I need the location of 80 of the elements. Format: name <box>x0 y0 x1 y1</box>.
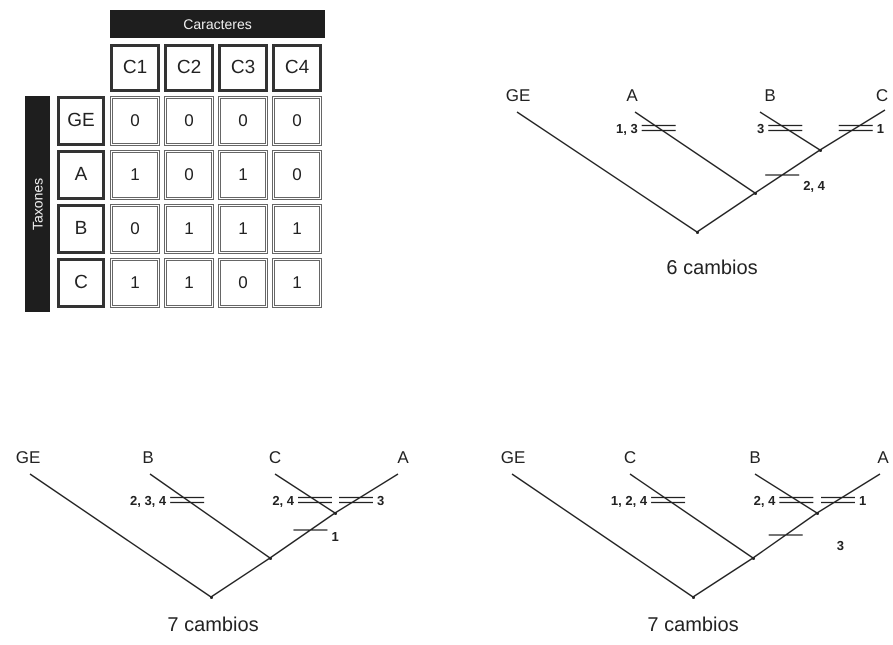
branch-line <box>692 557 754 598</box>
table-cell: 1 <box>218 150 268 200</box>
taxon-label: B <box>749 448 761 468</box>
branch-line <box>752 512 818 559</box>
edge-label: 2, 4 <box>803 177 825 193</box>
taxon-label: GE <box>506 86 530 106</box>
table-cell: 1 <box>272 258 322 308</box>
table-header-cell: C4 <box>272 44 322 92</box>
table-cell: 0 <box>272 150 322 200</box>
edge-label: 2, 4 <box>272 492 294 508</box>
table-header-cell: B <box>57 204 105 254</box>
edge-label: 1, 3 <box>616 120 638 136</box>
table-cell: 0 <box>272 96 322 146</box>
taxon-label: GE <box>16 448 40 468</box>
branch-line <box>754 149 820 194</box>
branch-line <box>634 111 756 194</box>
branch-line <box>274 473 336 514</box>
branch-line <box>150 473 270 559</box>
branch-line <box>760 111 820 151</box>
taxon-label: GE <box>500 448 526 468</box>
branch-line <box>512 473 694 598</box>
edge-label: 2, 3, 4 <box>130 492 166 508</box>
taxon-label: C <box>624 448 636 468</box>
branch-line <box>334 473 398 514</box>
branch-line <box>30 473 212 598</box>
table-cell: 1 <box>110 258 160 308</box>
table-header-cell: GE <box>57 96 105 146</box>
table-header-cell: A <box>57 150 105 200</box>
branch-line <box>754 473 818 514</box>
row-group-header: Taxones <box>25 96 50 312</box>
table-cell: 0 <box>218 96 268 146</box>
table-cell: 1 <box>218 204 268 254</box>
caption: 6 cambios <box>665 256 759 280</box>
edge-label: 1 <box>876 120 884 136</box>
table-cell: 0 <box>164 96 214 146</box>
taxon-label: B <box>142 448 154 468</box>
table-cell: 1 <box>272 204 322 254</box>
taxon-label: C <box>876 86 888 106</box>
branch-point <box>818 148 822 152</box>
branch-line <box>630 473 754 559</box>
branch-line <box>210 557 270 598</box>
branch-line <box>516 111 698 233</box>
taxon-label: A <box>626 86 638 106</box>
table-cell: 0 <box>110 204 160 254</box>
table-header-cell: C2 <box>164 44 214 92</box>
table-cell: 0 <box>110 96 160 146</box>
caption: 7 cambios <box>646 613 740 637</box>
edge-label: 3 <box>377 492 384 508</box>
taxon-label: C <box>268 448 282 468</box>
branch-point <box>752 556 754 560</box>
table-cell: 1 <box>164 204 214 254</box>
branch-point <box>692 596 694 598</box>
edge-label: 3 <box>757 120 764 136</box>
branch-line <box>820 109 886 151</box>
edge-label: 3 <box>836 537 844 553</box>
table-cell: 1 <box>164 258 214 308</box>
branch-point <box>754 192 756 194</box>
taxon-label: B <box>764 86 776 106</box>
branch-point <box>696 230 698 234</box>
taxon-label: A <box>877 448 889 468</box>
branch-line <box>816 473 880 514</box>
taxon-label: A <box>397 448 409 468</box>
table-header-cell: C3 <box>218 44 268 92</box>
caption: 7 cambios <box>166 613 260 637</box>
branch-point <box>816 512 818 514</box>
branch-point <box>210 596 212 598</box>
column-group-header: Caracteres <box>110 10 325 38</box>
branch-point <box>268 556 272 560</box>
table-cell: 0 <box>218 258 268 308</box>
table-header-cell: C <box>57 258 105 308</box>
branch-point <box>334 512 336 514</box>
edge-label: 2, 4 <box>754 492 776 508</box>
table-cell: 1 <box>110 150 160 200</box>
branch-line <box>696 192 756 233</box>
branch-line <box>270 512 336 559</box>
edge-label: 1, 2, 4 <box>610 492 648 508</box>
table-header-cell: C1 <box>110 44 160 92</box>
table-cell: 0 <box>164 150 214 200</box>
edge-label: 1 <box>859 492 866 508</box>
edge-label: 1 <box>331 528 339 544</box>
